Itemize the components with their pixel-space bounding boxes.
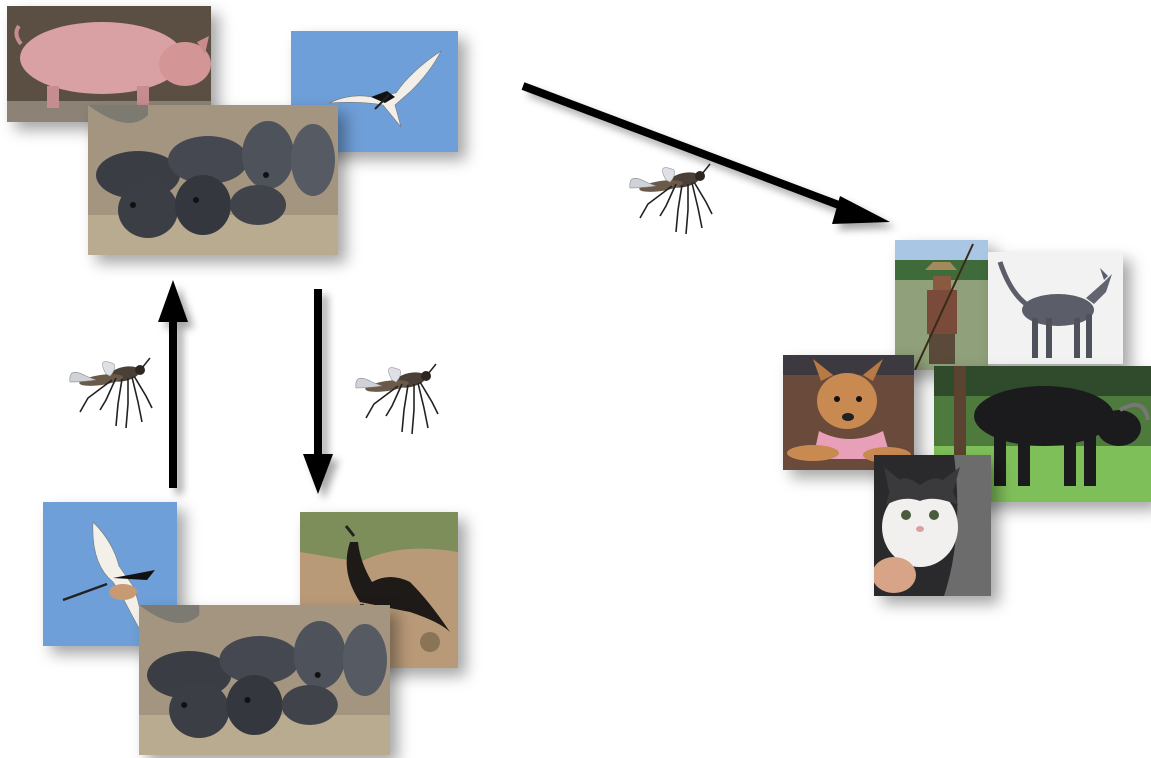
arrow-bottom-to-top — [158, 280, 188, 488]
arrow-top-to-bottom — [303, 289, 333, 494]
arrow-left-to-right-cluster — [523, 86, 890, 224]
